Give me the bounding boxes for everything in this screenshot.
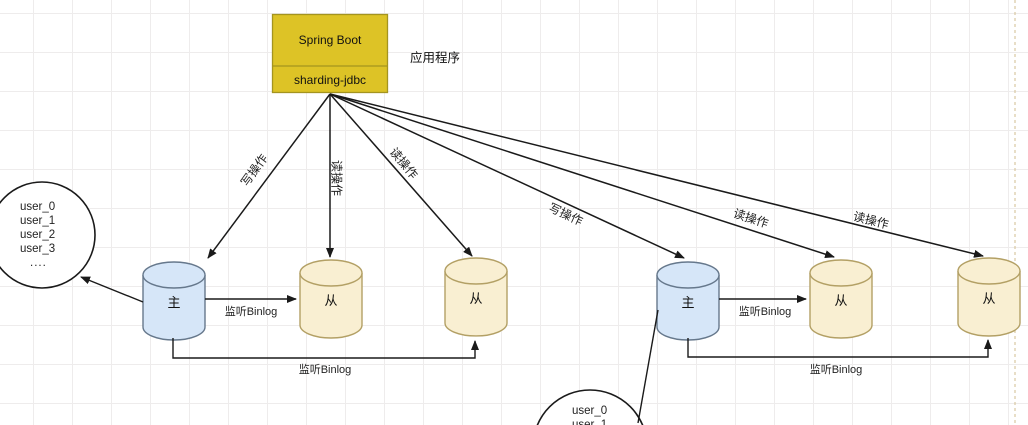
shard2-master-role-label: 主 [681, 295, 695, 310]
read-arrow-shard2-slave2 [329, 93, 984, 258]
sharding-jdbc-label: sharding-jdbc [293, 72, 367, 87]
shard1-slave1-role-label: 从 [324, 293, 338, 308]
binlog-route-shard1-slave2 [172, 338, 479, 359]
spring-boot-box [271, 13, 389, 94]
shard1-slave1-db [299, 259, 363, 339]
shard1-slave2-role-label: 从 [469, 291, 483, 306]
write-arrow-shard1-master [207, 93, 331, 259]
spring-boot-label: Spring Boot [298, 33, 362, 47]
shard2-master-to-tables-line [637, 309, 659, 424]
shard1-master-db [142, 261, 206, 341]
read-arrow-shard1-slave2 [329, 93, 473, 257]
shard2-master-db [656, 261, 720, 341]
binlog-label-shard2-slave2: 监听Binlog [809, 364, 863, 376]
table-name-ellipsis: .... [30, 257, 47, 269]
table-name: user_3 [20, 243, 56, 255]
table-name: user_2 [20, 229, 56, 241]
shard1-master-to-tables-arrow [80, 276, 144, 303]
table-name: user_0 [20, 201, 56, 213]
shard1-tables-list: user_0 user_1 user_2 user_3 .... [20, 200, 55, 270]
shard2-slave2-role-label: 从 [982, 291, 996, 306]
shard2-tables-list: user_0 user_1 [572, 404, 607, 425]
shard2-slave1-role-label: 从 [834, 293, 848, 308]
shard2-slave2-db [957, 257, 1021, 337]
application-annotation: 应用程序 [410, 51, 461, 65]
shard1-slave2-db [444, 257, 508, 337]
binlog-label-shard2-slave1: 监听Binlog [738, 306, 792, 318]
binlog-label-shard1-slave1: 监听Binlog [224, 306, 278, 318]
binlog-route-shard2-slave2 [687, 338, 992, 358]
binlog-label-shard1-slave2: 监听Binlog [298, 364, 352, 376]
write-arrow-shard2-master [329, 93, 685, 259]
shard1-master-role-label: 主 [167, 295, 181, 310]
read-operation-label-shard1-slave1: 读操作 [329, 159, 344, 197]
table-name: user_1 [572, 419, 608, 425]
read-arrow-shard2-slave1 [329, 93, 835, 259]
table-name: user_0 [572, 405, 608, 417]
table-name: user_1 [20, 215, 56, 227]
shard2-slave1-db [809, 259, 873, 339]
shard1-tables-circle [0, 181, 96, 289]
shard2-tables-circle [536, 389, 644, 425]
